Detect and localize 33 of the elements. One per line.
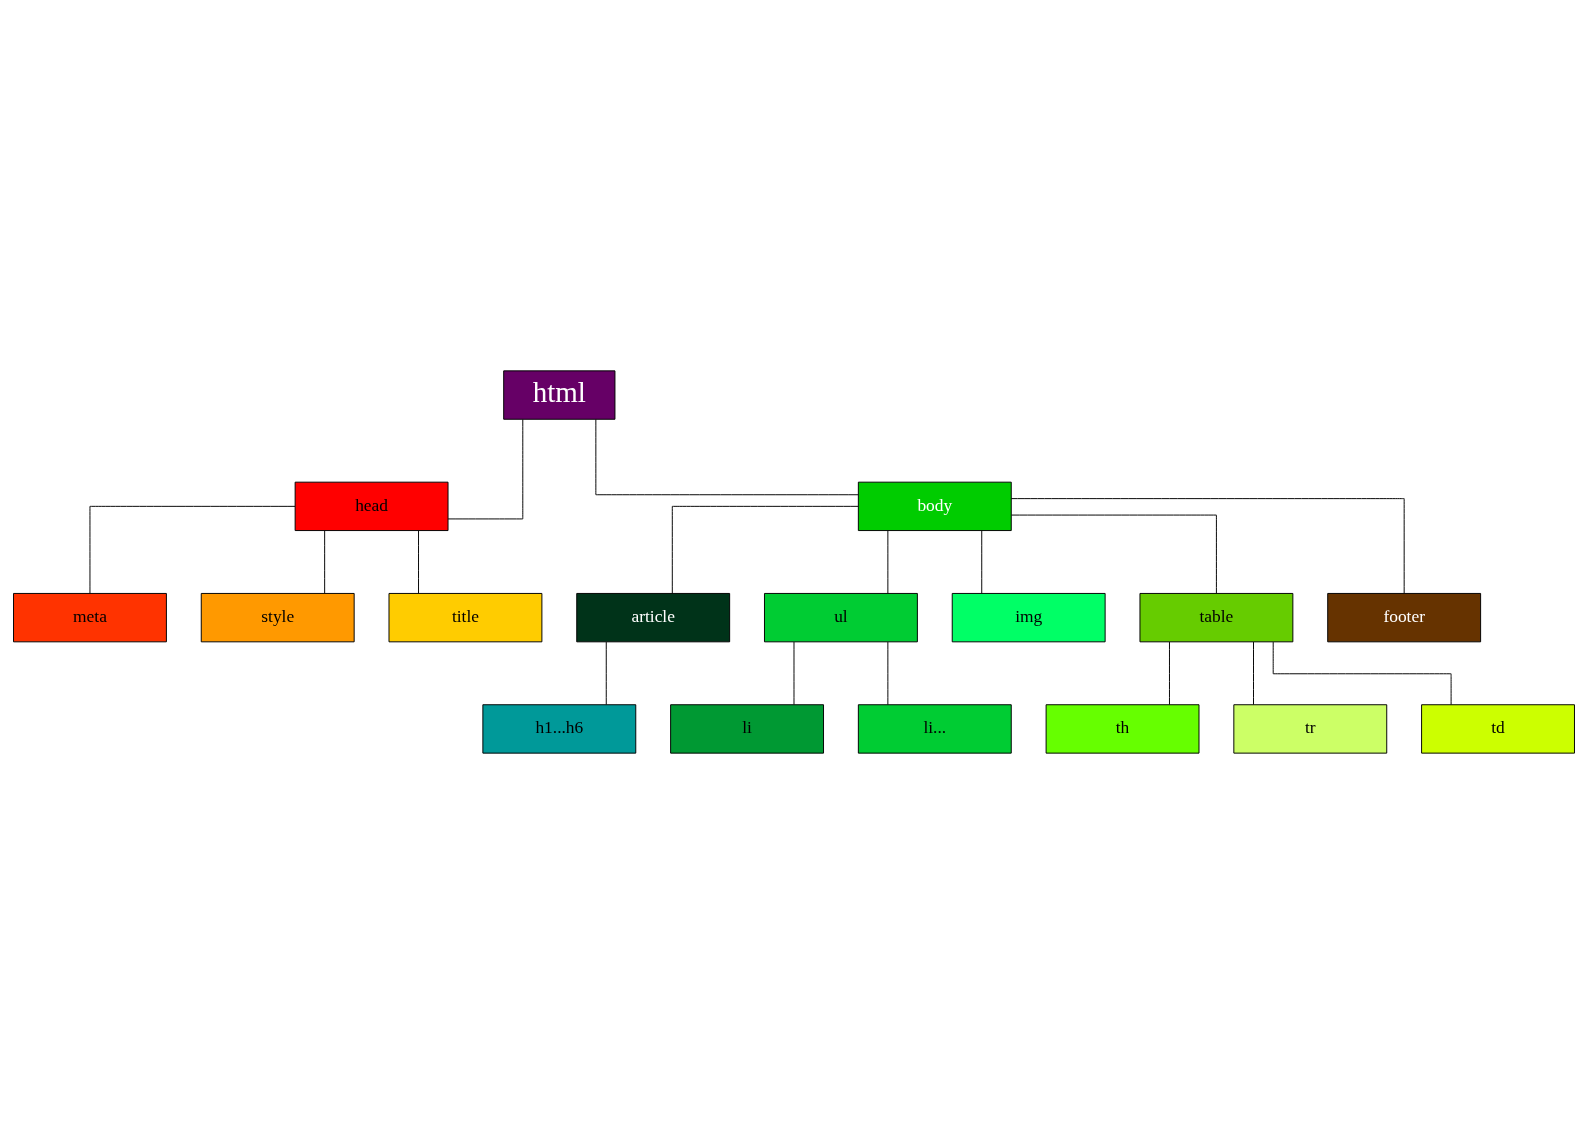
connector [324, 529, 326, 594]
connector [447, 418, 524, 519]
connector [981, 529, 983, 594]
node-box: title [388, 592, 543, 642]
node-box: style [200, 592, 355, 642]
connector [671, 505, 859, 594]
connector [1272, 641, 1452, 705]
node-box: li... [857, 703, 1012, 754]
node-box: h1...h6 [482, 703, 637, 754]
connector [605, 641, 607, 705]
node-box: td [1421, 703, 1575, 754]
connector [793, 641, 795, 705]
node-box: article [576, 592, 731, 642]
connector [1010, 514, 1217, 594]
node-box: footer [1327, 592, 1482, 642]
node-box: table [1139, 592, 1294, 642]
connector [1169, 641, 1170, 705]
node-box: tr [1233, 703, 1388, 754]
node-box: meta [13, 592, 167, 642]
node-box: li [670, 703, 824, 754]
node-box: img [951, 592, 1106, 642]
connector [595, 418, 859, 495]
connector [1010, 497, 1405, 594]
connector [418, 529, 419, 594]
connector [1253, 641, 1254, 705]
connector [887, 641, 889, 705]
node-box: html [503, 369, 616, 420]
node-box: th [1045, 703, 1200, 754]
node-box: ul [764, 592, 918, 642]
connector [89, 505, 296, 594]
connector [887, 529, 889, 594]
node-box: head [294, 481, 449, 531]
node-box: body [857, 481, 1012, 531]
